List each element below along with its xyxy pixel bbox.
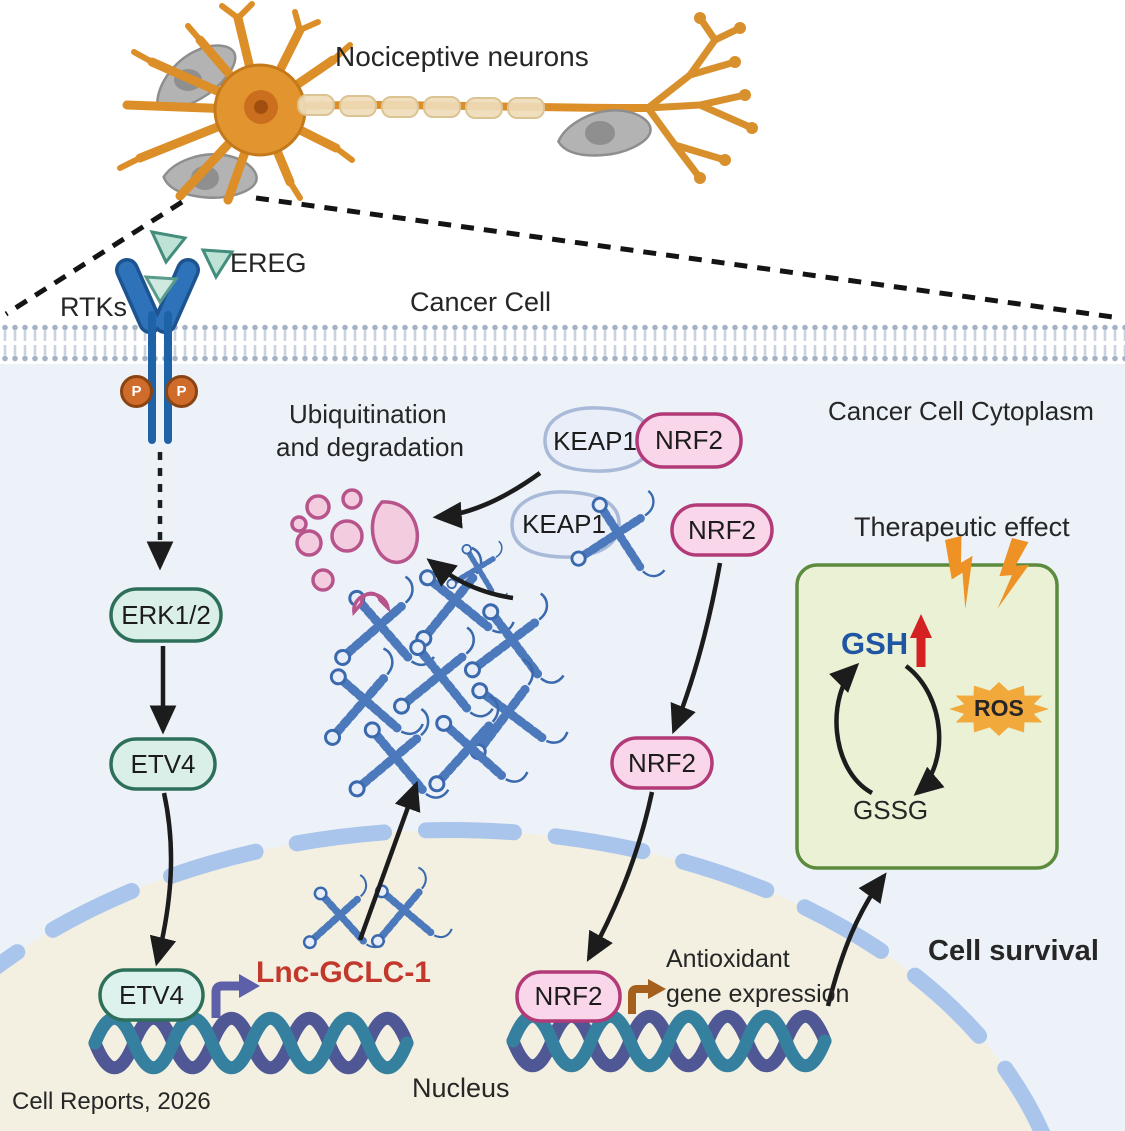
keap1-blob bbox=[510, 406, 653, 559]
therapeutic-effect-box bbox=[795, 563, 1059, 870]
ubiquitination-label-line1: Ubiquitination bbox=[289, 399, 447, 429]
gssg-label: GSSG bbox=[853, 795, 929, 825]
nrf2-node-label: NRF2 bbox=[655, 425, 723, 455]
nuclear-envelope bbox=[0, 822, 1051, 1131]
cytoplasm-label: Cancer Cell Cytoplasm bbox=[828, 396, 1094, 426]
rtks-label: RTKs bbox=[60, 292, 128, 322]
ros-label: ROS bbox=[974, 695, 1024, 721]
gsh-label: GSH bbox=[841, 626, 909, 661]
phospho-badge: P bbox=[165, 375, 198, 408]
terminal-bulbs bbox=[694, 12, 758, 184]
lnc-gclc-1-label: Lnc-GCLC-1 bbox=[256, 956, 431, 989]
nrf2-pill bbox=[515, 412, 774, 1023]
axon-terminals bbox=[644, 14, 756, 182]
ereg-label: EREG bbox=[230, 248, 307, 278]
transcription-arrow-purple bbox=[211, 974, 260, 1018]
keap1-node-label: KEAP1 bbox=[522, 508, 606, 539]
nrf2-node-label: NRF2 bbox=[534, 981, 603, 1011]
ereg-ligand-icon bbox=[143, 230, 235, 305]
ros-starburst-icon bbox=[949, 682, 1049, 736]
therapeutic-effect-label: Therapeutic effect bbox=[854, 512, 1070, 542]
figure-title: Nociceptive neurons bbox=[335, 41, 589, 72]
keap1-node-label: KEAP1 bbox=[553, 425, 637, 456]
transcription-arrow-brown bbox=[628, 979, 666, 1014]
etv4-node-label: ETV4 bbox=[130, 748, 196, 779]
zoom-dashed-lines bbox=[4, 195, 1121, 321]
phospho-badge: P bbox=[120, 375, 153, 408]
antioxidant-label-line1: Antioxidant bbox=[666, 945, 790, 973]
cell-survival-label: Cell survival bbox=[928, 935, 1099, 967]
up-arrow-icon bbox=[910, 614, 932, 667]
rtk-receptor-icon bbox=[115, 258, 200, 444]
protein-fragments-icon bbox=[290, 488, 420, 617]
cancer-cell-label: Cancer Cell bbox=[410, 287, 552, 317]
nrf2-node-label: NRF2 bbox=[688, 514, 756, 545]
myelin-sheath bbox=[297, 94, 545, 119]
plasma-membrane bbox=[0, 322, 1125, 364]
credit-label: Cell Reports, 2026 bbox=[12, 1088, 211, 1115]
teal-node-pill bbox=[98, 587, 223, 1022]
erk-node-label: ERK1/2 bbox=[121, 599, 211, 630]
antioxidant-label-line2: gene expression bbox=[666, 980, 850, 1008]
redox-cycle-arrows bbox=[828, 662, 945, 796]
nucleus-label: Nucleus bbox=[412, 1073, 510, 1103]
ubiquitination-label-line2: and degradation bbox=[276, 432, 464, 462]
etv4-node-label: ETV4 bbox=[118, 979, 185, 1010]
pathway-arrows bbox=[146, 452, 887, 1007]
nrf2-node-label: NRF2 bbox=[628, 747, 696, 778]
